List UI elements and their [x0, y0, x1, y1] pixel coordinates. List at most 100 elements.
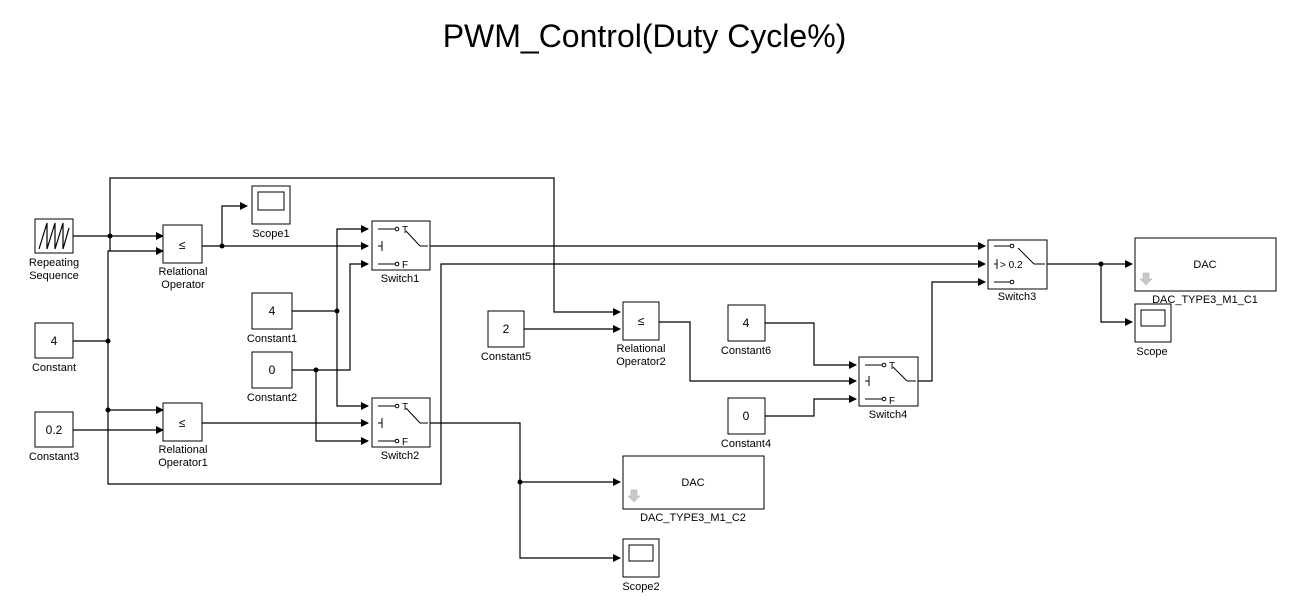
- wire-switch2-to-dac-c2: [430, 422, 621, 486]
- wire-constant2-to-switch2: [315, 370, 369, 445]
- constant1-value: 4: [269, 304, 276, 318]
- block-constant1[interactable]: 4 Constant1: [247, 292, 297, 345]
- repeating-sequence-label-2: Sequence: [29, 270, 79, 282]
- switch3-label: Switch3: [998, 291, 1037, 303]
- relop-label-2: Operator: [161, 279, 205, 291]
- switch1-label: Switch1: [381, 273, 420, 285]
- constant5-value: 2: [503, 322, 510, 336]
- junction-dot: [219, 243, 225, 249]
- block-constant[interactable]: 4 Constant: [32, 322, 76, 374]
- relop1-symbol: ≤: [179, 416, 186, 430]
- signal-wires: [73, 177, 1133, 562]
- switch2-contact: [394, 403, 400, 409]
- wire-switch4-to-switch3: [918, 278, 986, 382]
- switch4-contact: [881, 362, 887, 368]
- switch1-contact: [394, 226, 400, 232]
- constant2-value: 0: [269, 363, 276, 377]
- switch1-lever: [405, 230, 421, 247]
- switch2-contact: [394, 438, 400, 444]
- block-relational-operator1[interactable]: ≤ Relational Operator1: [158, 402, 208, 469]
- block-switch3[interactable]: > 0.2 Switch3: [987, 239, 1048, 303]
- switch4-t: T: [889, 361, 895, 372]
- relop2-label-1: Relational: [617, 343, 666, 355]
- block-constant6[interactable]: 4 Constant6: [721, 304, 771, 357]
- wire-switch3-to-scope: [1100, 264, 1133, 326]
- switch2-label: Switch2: [381, 450, 420, 462]
- switch4-label: Switch4: [869, 409, 908, 421]
- block-scope1[interactable]: Scope1: [251, 185, 291, 240]
- relop-symbol: ≤: [179, 238, 186, 252]
- diagram-title: PWM_Control(Duty Cycle%): [442, 18, 847, 54]
- block-switch4[interactable]: T F Switch4: [858, 356, 919, 421]
- constant5-label: Constant5: [481, 351, 531, 363]
- scope2-label: Scope2: [622, 581, 659, 593]
- dac-c2-text: DAC: [681, 477, 704, 489]
- junction-dot: [517, 479, 523, 485]
- constant6-value: 4: [743, 316, 750, 330]
- switch1-f: F: [402, 260, 408, 271]
- block-dac-c1[interactable]: DAC DAC_TYPE3_M1_C1: [1134, 237, 1277, 306]
- scope-label: Scope: [1136, 346, 1167, 358]
- junction-dot: [1098, 261, 1104, 267]
- relop2-label-2: Operator2: [616, 356, 666, 368]
- switch3-lever: [1017, 247, 1035, 265]
- junction-dot: [105, 407, 111, 413]
- relop2-symbol: ≤: [638, 314, 645, 328]
- wire-constant1-to-switch1: [336, 225, 369, 311]
- relop1-label-1: Relational: [159, 444, 208, 456]
- block-constant2[interactable]: 0 Constant2: [247, 351, 297, 404]
- switch4-contact: [881, 396, 887, 402]
- block-switch1[interactable]: T F Switch1: [371, 220, 431, 285]
- wire-relop-to-scope1: [202, 202, 248, 247]
- wire-junctions: [105, 233, 1104, 485]
- constant6-label: Constant6: [721, 345, 771, 357]
- constant-label: Constant: [32, 362, 76, 374]
- constant3-label: Constant3: [29, 451, 79, 463]
- block-scope[interactable]: Scope: [1134, 303, 1172, 358]
- constant1-label: Constant1: [247, 333, 297, 345]
- switch1-contact: [394, 261, 400, 267]
- dac-c1-text: DAC: [1193, 259, 1216, 271]
- relop1-label-2: Operator1: [158, 457, 208, 469]
- scope-screen-icon: [628, 544, 654, 562]
- junction-dot: [313, 367, 319, 373]
- wire-constant6-to-switch4: [765, 322, 857, 369]
- block-switch2[interactable]: T F Switch2: [371, 397, 431, 462]
- switch2-t: T: [402, 402, 408, 413]
- wire-switch2-to-scope2: [519, 482, 621, 562]
- switch3-contact: [1009, 279, 1015, 285]
- switch1-t: T: [402, 225, 408, 236]
- dac-c2-label: DAC_TYPE3_M1_C2: [640, 512, 746, 524]
- junction-dot: [107, 233, 113, 239]
- switch3-threshold: > 0.2: [1000, 260, 1023, 271]
- wire-relop2-to-switch4: [659, 321, 857, 385]
- junction-dot: [105, 338, 111, 344]
- wire-repseq-to-relop2: [109, 177, 621, 316]
- wire-constant-to-switch3: [107, 260, 986, 485]
- block-repeating-sequence[interactable]: Repeating Sequence: [29, 218, 79, 282]
- relop-label-1: Relational: [159, 266, 208, 278]
- repeating-sequence-label-1: Repeating: [29, 257, 79, 269]
- constant4-value: 0: [743, 409, 750, 423]
- block-constant3[interactable]: 0.2 Constant3: [29, 411, 79, 463]
- constant2-label: Constant2: [247, 392, 297, 404]
- switch2-lever: [405, 407, 421, 424]
- block-relational-operator2[interactable]: ≤ Relational Operator2: [616, 301, 666, 368]
- block-relational-operator[interactable]: ≤ Relational Operator: [159, 224, 208, 291]
- scope-screen-icon: [1140, 309, 1166, 327]
- switch3-contact: [1009, 243, 1015, 249]
- download-arrow-icon: [1139, 272, 1153, 286]
- junction-dot: [334, 308, 340, 314]
- block-constant4[interactable]: 0 Constant4: [721, 397, 771, 450]
- constant4-label: Constant4: [721, 438, 771, 450]
- constant-value: 4: [51, 334, 58, 348]
- block-constant5[interactable]: 2 Constant5: [481, 310, 531, 363]
- wire-constant4-to-switch4: [765, 395, 857, 417]
- block-dac-c2[interactable]: DAC DAC_TYPE3_M1_C2: [622, 455, 765, 524]
- wire-constant2-to-switch1: [316, 260, 369, 371]
- wire-constant1-to-switch2: [336, 311, 369, 410]
- switch2-f: F: [402, 437, 408, 448]
- block-scope2[interactable]: Scope2: [622, 538, 660, 593]
- dac-c1-label: DAC_TYPE3_M1_C1: [1152, 294, 1258, 306]
